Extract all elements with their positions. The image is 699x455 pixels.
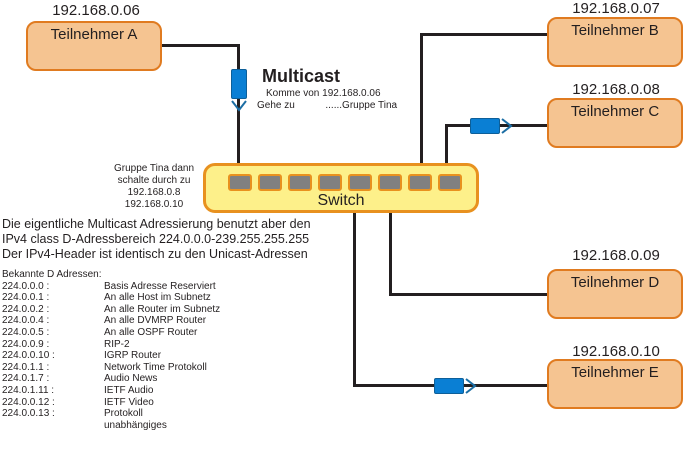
wire-d-v: [389, 190, 392, 296]
address-description: Basis Adresse Reserviert: [104, 280, 216, 292]
node-teilnehmer-a[interactable]: Teilnehmer A: [26, 21, 162, 71]
known-addresses-list: Bekannte D Adressen: 224.0.0.0 : Basis Ad…: [2, 269, 220, 431]
list-item: 224.0.0.2 : An alle Router im Subnetz: [2, 304, 220, 316]
packet-icon: [470, 118, 500, 134]
node-label: Teilnehmer D: [570, 274, 660, 291]
address-description: An alle DVMRP Router: [104, 315, 207, 327]
address: 224.0.0.4 :: [2, 315, 50, 327]
address: 224.0.0.13 :: [2, 408, 55, 420]
info-line: Die eigentliche Multicast Adressierung b…: [2, 217, 311, 231]
switch-port: [318, 174, 342, 191]
node-teilnehmer-d[interactable]: Teilnehmer D: [547, 269, 683, 319]
multicast-title: Multicast: [262, 66, 341, 86]
group-note-line: 192.168.0.10: [124, 199, 184, 210]
group-note: Gruppe Tina dann schalte durch zu 192.16…: [104, 163, 204, 211]
packet-icon: [231, 69, 247, 99]
address: 224.0.0.1 :: [2, 292, 50, 304]
arrow-right-icon: [501, 118, 513, 134]
list-heading: Bekannte D Adressen:: [2, 269, 102, 280]
address-description: Network Time Protokoll: [104, 361, 207, 373]
address: 224.0.1.11 :: [2, 384, 55, 396]
wire-e-v: [353, 190, 356, 387]
address: 224.0.0.10 :: [2, 350, 55, 362]
address: 224.0.0.5 :: [2, 326, 50, 338]
switch-label: Switch: [317, 192, 365, 209]
multicast-destination: Gehe zu ......Gruppe Tina: [257, 100, 398, 111]
wire-b-h: [420, 33, 548, 36]
switch-port: [228, 174, 252, 191]
address-description: An alle Host im Subnetz: [104, 292, 211, 304]
address-description: An alle Router im Subnetz: [104, 303, 221, 315]
wire-b-v: [420, 33, 423, 173]
node-label: Teilnehmer A: [50, 26, 138, 43]
wire-d-h: [389, 293, 548, 296]
group-note-line: schalte durch zu: [117, 175, 191, 186]
address: [2, 420, 104, 432]
list-item: 224.0.0.9 : RIP-2: [2, 339, 220, 351]
address: 224.0.0.0 :: [2, 280, 50, 292]
address: 224.0.1.1 :: [2, 361, 50, 373]
arrow-right-icon: [465, 378, 477, 394]
switch[interactable]: Switch: [203, 163, 479, 213]
switch-port: [408, 174, 432, 191]
list-item: 224.0.1.7 : Audio News: [2, 373, 220, 385]
switch-port: [348, 174, 372, 191]
group-note-line: 192.168.0.8: [127, 187, 181, 198]
info-text: Die eigentliche Multicast Adressierung b…: [2, 217, 311, 262]
wire-a-h: [162, 44, 240, 47]
list-item: 224.0.0.1 : An alle Host im Subnetz: [2, 292, 220, 304]
node-label: Teilnehmer E: [571, 364, 659, 381]
node-teilnehmer-e[interactable]: Teilnehmer E: [547, 359, 683, 409]
node-ip: 192.168.0.10: [572, 343, 660, 360]
address-description: Audio News: [104, 373, 158, 385]
list-item: 224.0.0.4 : An alle DVMRP Router: [2, 315, 220, 327]
list-item: 224.0.0.12 : IETF Video: [2, 397, 220, 409]
switch-port: [438, 174, 462, 191]
switch-port: [288, 174, 312, 191]
node-ip: 192.168.0.07: [572, 0, 660, 17]
node-ip: 192.168.0.09: [572, 247, 660, 264]
arrow-down-icon: [231, 100, 247, 112]
node-label: Teilnehmer C: [570, 103, 660, 120]
list-item: unabhängiges: [2, 420, 220, 432]
list-item: 224.0.1.11 : IETF Audio: [2, 385, 220, 397]
address-description: IGRP Router: [104, 350, 162, 362]
address-description: unabhängiges: [104, 419, 167, 431]
wire-c-v: [445, 124, 448, 173]
list-item: 224.0.0.5 : An alle OSPF Router: [2, 327, 220, 339]
list-item: 224.0.0.13 : Protokoll: [2, 408, 220, 420]
group-note-line: Gruppe Tina dann: [113, 163, 195, 174]
address: 224.0.0.2 :: [2, 303, 50, 315]
list-item: 224.0.0.10 : IGRP Router: [2, 350, 220, 362]
address-description: IETF Audio: [104, 384, 154, 396]
address-description: An alle OSPF Router: [104, 326, 198, 338]
info-line: IPv4 class D-Adressbereich 224.0.0.0-239…: [2, 232, 310, 246]
address-description: Protokoll: [104, 408, 143, 420]
node-ip: 192.168.0.08: [572, 81, 660, 98]
list-item: 224.0.0.0 : Basis Adresse Reserviert: [2, 281, 220, 293]
info-line: Der IPv4-Header ist identisch zu den Uni…: [2, 247, 308, 261]
address: 224.0.1.7 :: [2, 373, 50, 385]
node-teilnehmer-b[interactable]: Teilnehmer B: [547, 17, 683, 67]
switch-port: [378, 174, 402, 191]
packet-icon: [434, 378, 464, 394]
address: 224.0.0.9 :: [2, 338, 50, 350]
multicast-source: Komme von 192.168.0.06: [266, 88, 381, 99]
address-description: RIP-2: [104, 338, 130, 350]
address-description: IETF Video: [104, 396, 154, 408]
node-teilnehmer-c[interactable]: Teilnehmer C: [547, 98, 683, 148]
list-item: 224.0.1.1 : Network Time Protokoll: [2, 362, 220, 374]
node-ip: 192.168.0.06: [52, 2, 140, 19]
address: 224.0.0.12 :: [2, 396, 55, 408]
node-label: Teilnehmer B: [571, 22, 659, 39]
switch-port: [258, 174, 282, 191]
